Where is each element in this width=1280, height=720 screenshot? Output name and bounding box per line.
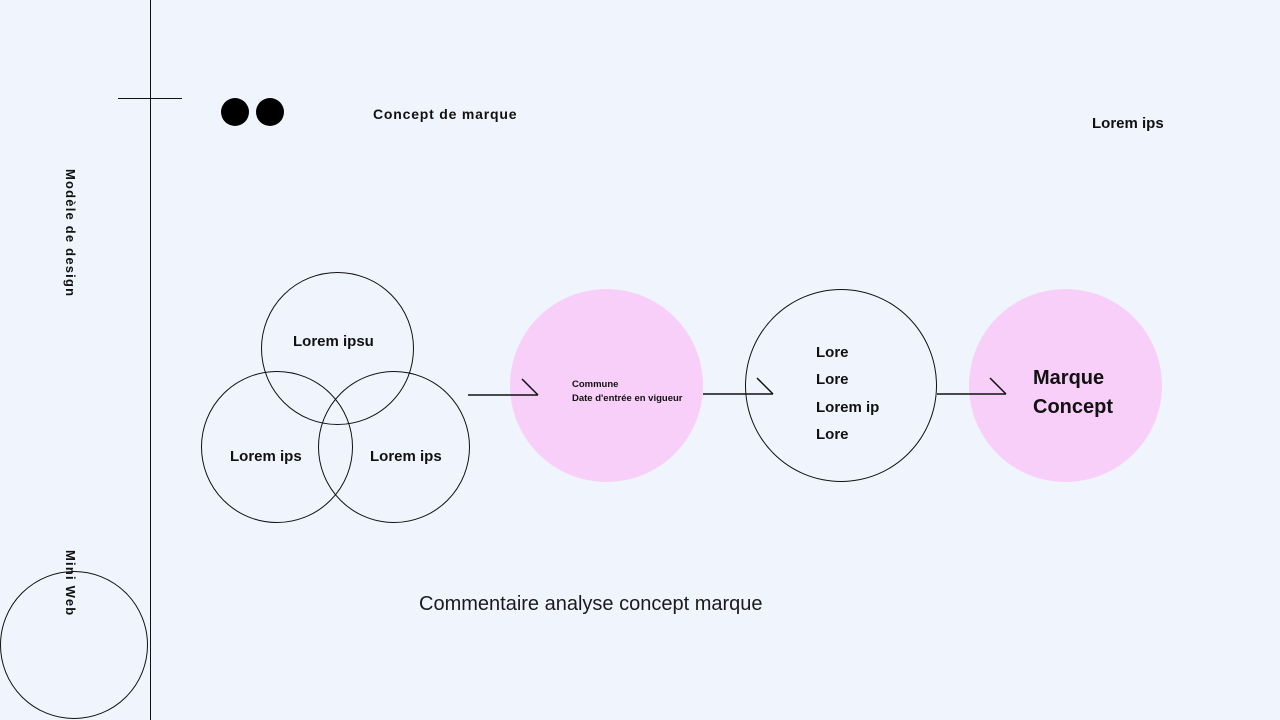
stage-two-label: Commune Date d'entrée en vigueur — [572, 378, 682, 406]
stage-three-item: Lore — [816, 344, 849, 361]
page-title: Concept de marque — [373, 106, 518, 122]
logo-dot-right — [256, 98, 284, 126]
venn-label-right: Lorem ips — [370, 448, 442, 465]
header-right-label: Lorem ips — [1092, 115, 1164, 132]
logo-dot-left — [221, 98, 249, 126]
sidebar-vertical-title: Modèle de design — [63, 169, 78, 298]
stage-four-line-2: Concept — [1033, 396, 1113, 418]
sidebar-vertical-footer: Mini Web — [63, 550, 78, 617]
venn-label-left: Lorem ips — [230, 448, 302, 465]
sidebar-tick-line — [118, 98, 182, 99]
stage-four-label: Marque Concept — [1033, 364, 1113, 422]
stage-two-line-2: Date d'entrée en vigueur — [572, 393, 683, 404]
stage-three-item: Lore — [816, 426, 849, 443]
decorative-circle — [0, 571, 148, 719]
stage-three-item: Lore — [816, 371, 849, 388]
stage-three-circle — [745, 289, 937, 482]
stage-four-line-1: Marque — [1033, 367, 1105, 389]
analysis-comment: Commentaire analyse concept marque — [419, 593, 763, 615]
stage-two-circle — [510, 289, 703, 482]
venn-label-top: Lorem ipsu — [293, 333, 374, 350]
venn-circle-right — [318, 371, 470, 523]
stage-three-item: Lorem ip — [816, 399, 880, 416]
stage-two-line-1: Commune — [572, 379, 619, 390]
sidebar-divider-line — [150, 0, 151, 720]
